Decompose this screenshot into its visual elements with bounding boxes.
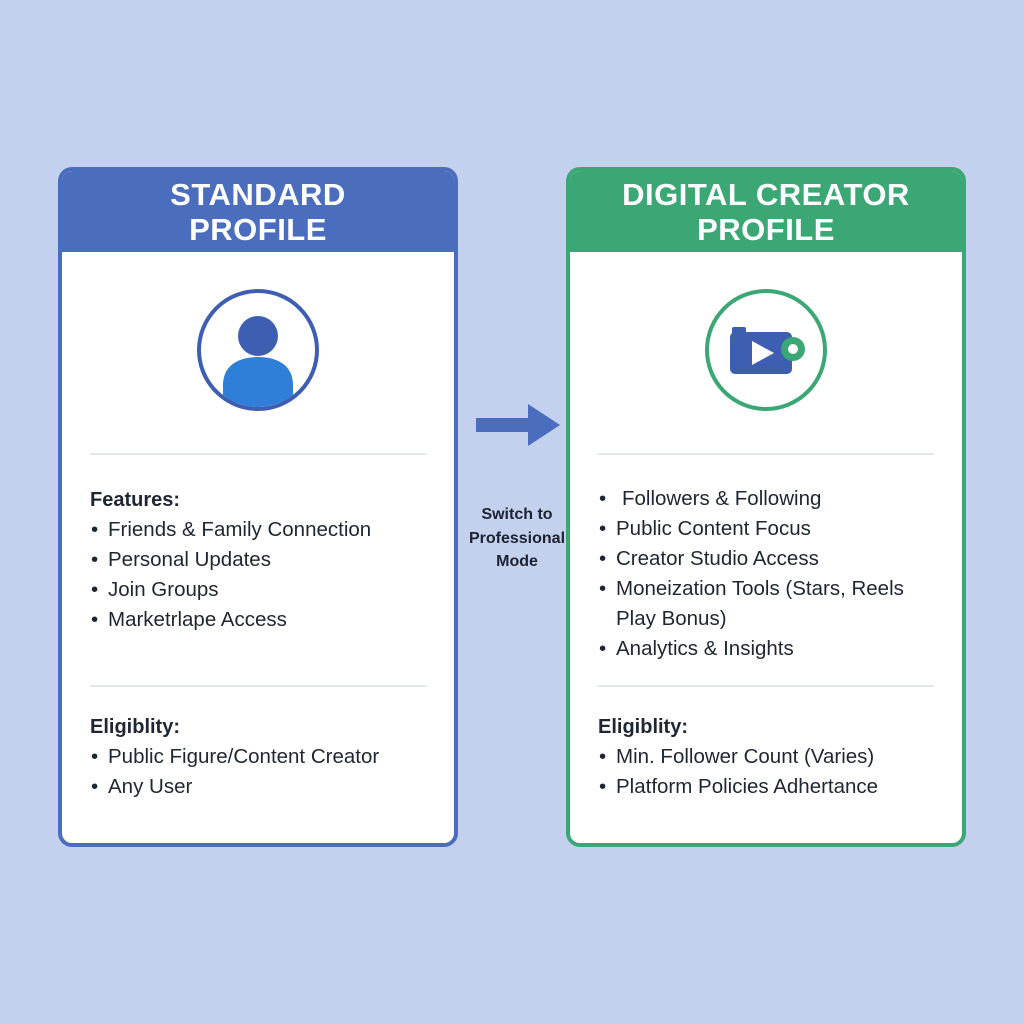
right-arrow-icon <box>476 404 560 446</box>
list-item: Public Figure/Content Creator <box>90 742 434 772</box>
list-item: Followers & Following <box>598 484 942 514</box>
creator-eligibility-section: Eligiblity: Min. Follower Count (Varies)… <box>598 712 942 802</box>
creator-divider-top <box>598 453 934 455</box>
switch-label-line-3: Mode <box>496 553 538 570</box>
creator-title-line-1: DIGITAL CREATOR <box>622 176 910 212</box>
standard-features-heading: Features: <box>90 489 181 511</box>
list-item: Personal Updates <box>90 545 434 575</box>
creator-icon-badge <box>705 289 827 411</box>
standard-features-list: Friends & Family Connection Personal Upd… <box>90 515 434 635</box>
standard-icon-badge <box>197 289 319 411</box>
standard-title-line-1: STANDARD <box>170 176 346 212</box>
standard-eligibility-list: Public Figure/Content Creator Any User <box>90 742 434 802</box>
standard-title-line-2: PROFILE <box>189 211 327 247</box>
creator-profile-header: DIGITAL CREATOR PROFILE <box>570 171 962 252</box>
switch-mode-label: Switch to Professional Mode <box>458 503 576 574</box>
standard-eligibility-section: Eligiblity: Public Figure/Content Creato… <box>90 712 434 802</box>
video-camera-icon <box>730 327 805 374</box>
standard-profile-header: STANDARD PROFILE <box>62 171 454 252</box>
creator-divider-bottom <box>598 685 934 687</box>
list-item: Public Content Focus <box>598 514 942 544</box>
standard-eligibility-heading: Eligiblity: <box>90 716 180 738</box>
creator-features-list: Followers & Following Public Content Foc… <box>598 484 942 664</box>
list-item: Moneization Tools (Stars, Reels Play Bon… <box>598 574 942 634</box>
list-item: Friends & Family Connection <box>90 515 434 545</box>
standard-divider-bottom <box>90 685 426 687</box>
creator-profile-card: DIGITAL CREATOR PROFILE Followers & Foll… <box>566 167 966 847</box>
list-item: Join Groups <box>90 575 434 605</box>
switch-label-line-1: Switch to <box>481 506 553 523</box>
list-item: Creator Studio Access <box>598 544 942 574</box>
list-item: Analytics & Insights <box>598 634 942 664</box>
list-item: Marketrlape Access <box>90 605 434 635</box>
switch-label-line-2: Professional <box>468 529 566 547</box>
standard-divider-top <box>90 453 426 455</box>
user-avatar-icon <box>223 316 293 407</box>
list-item: Platform Policies Adhertance <box>598 772 942 802</box>
standard-features-section: Features: Friends & Family Connection Pe… <box>90 485 434 635</box>
list-item: Any User <box>90 772 434 802</box>
creator-eligibility-list: Min. Follower Count (Varies) Platform Po… <box>598 742 942 802</box>
creator-title-line-2: PROFILE <box>697 211 835 247</box>
standard-profile-card: STANDARD PROFILE Features: Friends & Fam… <box>58 167 458 847</box>
creator-eligibility-heading: Eligiblity: <box>598 716 688 738</box>
list-item: Min. Follower Count (Varies) <box>598 742 942 772</box>
creator-features-section: Followers & Following Public Content Foc… <box>598 484 942 664</box>
